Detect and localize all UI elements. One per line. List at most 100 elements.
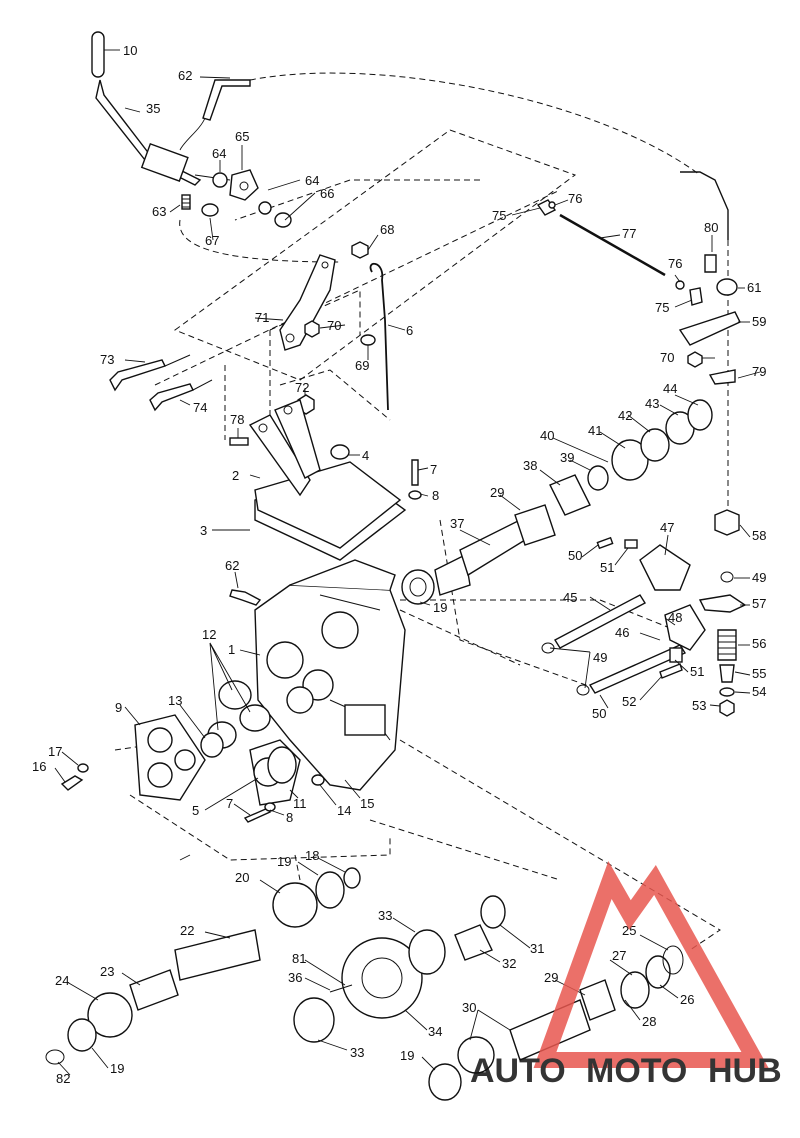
label-40: 40 (540, 428, 554, 443)
label-49b: 49 (752, 570, 766, 585)
lower-gears (45, 867, 684, 1101)
label-62b: 62 (225, 558, 239, 573)
shaft-37-gear (434, 553, 471, 596)
label-75a: 75 (492, 208, 506, 223)
screw-7b (243, 807, 271, 823)
bearing-19a (401, 569, 435, 605)
screw-7a (411, 459, 419, 486)
rod-77 (559, 213, 666, 277)
plug-14 (311, 774, 325, 786)
washer-17 (77, 763, 89, 773)
coupling-29 (514, 504, 556, 546)
plunger-51b (669, 647, 683, 663)
dashed-assembly-lines (114, 72, 729, 951)
label-17: 17 (48, 744, 62, 759)
label-78: 78 (230, 412, 244, 427)
label-76b: 76 (668, 256, 682, 271)
watermark-triangle-icon (533, 860, 769, 1068)
right-linkage (536, 171, 741, 385)
cover-ear-left (248, 414, 311, 497)
label-18: 18 (305, 848, 319, 863)
bushing-66 (274, 212, 292, 228)
seal-26 (645, 955, 671, 989)
gasket-11 (267, 746, 297, 784)
oring-12a (218, 680, 252, 710)
label-19d: 19 (400, 1048, 414, 1063)
pin-69 (360, 334, 376, 346)
label-4: 4 (362, 448, 369, 463)
spring-50a (596, 536, 614, 550)
label-49a: 49 (593, 650, 607, 665)
label-11: 11 (293, 796, 307, 811)
main-shaft-group (401, 399, 713, 605)
label-27: 27 (612, 948, 626, 963)
switch-80 (704, 254, 717, 273)
nut-76a (548, 201, 556, 209)
bearing-33b (408, 929, 446, 975)
lever-35 (95, 79, 202, 186)
label-43: 43 (645, 396, 659, 411)
ring-82 (45, 1049, 65, 1065)
label-35: 35 (146, 101, 160, 116)
label-3: 3 (200, 523, 207, 538)
label-33b: 33 (378, 908, 392, 923)
bracket-assembly (109, 241, 389, 446)
lever-assembly (91, 31, 292, 228)
label-41: 41 (588, 423, 602, 438)
label-76a: 76 (568, 191, 582, 206)
ring-25 (662, 945, 684, 975)
label-12: 12 (202, 627, 216, 642)
bolt-74 (149, 383, 194, 412)
bushing-61 (716, 278, 738, 296)
seal-44 (687, 399, 713, 431)
plate-59 (678, 311, 741, 346)
plunger-51a (624, 539, 638, 549)
label-32: 32 (502, 956, 516, 971)
bearing-27 (620, 971, 650, 1009)
label-63: 63 (152, 204, 166, 219)
bearing-19b (315, 871, 345, 909)
lever-57 (698, 594, 747, 613)
washer-64b (258, 201, 272, 215)
label-42: 42 (618, 408, 632, 423)
pin-67 (201, 203, 219, 217)
label-7a: 7 (430, 462, 437, 477)
label-36: 36 (288, 970, 302, 985)
label-45: 45 (563, 590, 577, 605)
label-23: 23 (100, 964, 114, 979)
cable-62a (680, 171, 729, 240)
label-64a: 64 (212, 146, 226, 161)
label-55: 55 (752, 666, 766, 681)
label-20: 20 (235, 870, 249, 885)
cover-ear-right (274, 399, 321, 479)
screw-16 (60, 775, 84, 791)
seal-13 (200, 732, 224, 758)
spring-63 (181, 194, 191, 210)
label-66: 66 (320, 186, 334, 201)
label-15: 15 (360, 796, 374, 811)
nut-70b (687, 351, 703, 368)
bearing-42 (640, 428, 670, 462)
label-19c: 19 (110, 1061, 124, 1076)
oring-49b (576, 684, 590, 696)
nut-68 (351, 241, 369, 259)
bearing-19c (67, 1018, 97, 1052)
label-9: 9 (115, 700, 122, 715)
label-2: 2 (232, 468, 239, 483)
label-52: 52 (622, 694, 636, 709)
bearing-19d (428, 1063, 462, 1101)
label-64b: 64 (305, 173, 319, 188)
label-61: 61 (747, 280, 761, 295)
coupling-29b (579, 979, 616, 1021)
label-81: 81 (292, 951, 306, 966)
label-8b: 8 (286, 810, 293, 825)
label-54: 54 (752, 684, 766, 699)
label-75b: 75 (655, 300, 669, 315)
label-50b: 50 (592, 706, 606, 721)
label-51b: 51 (690, 664, 704, 679)
bearing-31 (480, 895, 506, 929)
shift-group (541, 509, 747, 717)
gear-38 (549, 474, 591, 516)
label-19a: 19 (433, 600, 447, 615)
watermark-text-moto: MOTO (586, 1052, 687, 1090)
